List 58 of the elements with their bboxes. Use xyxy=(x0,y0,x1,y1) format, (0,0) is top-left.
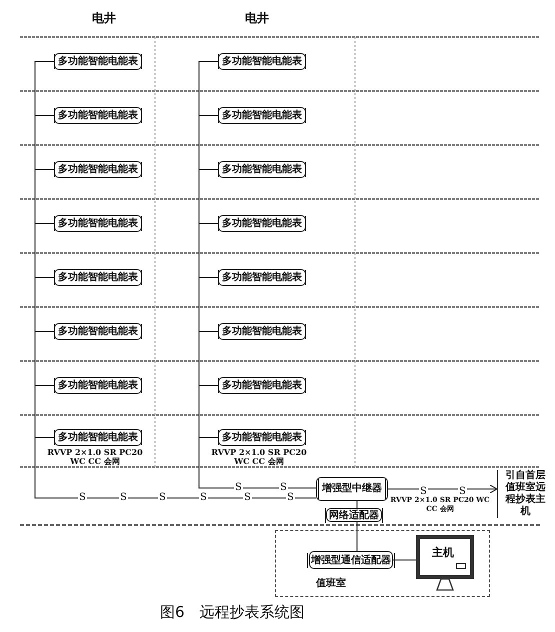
room-label: 值班室 xyxy=(316,576,346,590)
device-label: 多功能智能电能表 xyxy=(218,270,306,285)
device-label: 增强型通信适配器 xyxy=(307,552,395,568)
connector-line xyxy=(34,277,54,332)
device-label: 多功能智能电能表 xyxy=(54,430,142,445)
connector-line xyxy=(198,223,218,278)
device-label: 多功能智能电能表 xyxy=(54,162,142,177)
computer-label: 主机 xyxy=(432,545,454,560)
connector-line xyxy=(198,385,218,438)
cable-mark: S xyxy=(286,492,295,503)
device-label: 多功能智能电能表 xyxy=(218,216,306,231)
cable-label: RVVP 2×1.0 SR PC20 WC CC 会网 xyxy=(210,448,308,466)
cable-mark: S xyxy=(158,492,167,503)
device-label: 多功能智能电能表 xyxy=(218,54,306,69)
connector-line xyxy=(34,437,316,498)
device-label: 多功能智能电能表 xyxy=(218,378,306,393)
connector-line xyxy=(34,223,54,278)
monitor-screen xyxy=(416,535,474,579)
cable-mark: S xyxy=(234,482,243,493)
cable-label: RVVP 2×1.0 SR PC20 WC CC 会网 xyxy=(46,448,144,466)
device-label: 多功能智能电能表 xyxy=(54,108,142,123)
connector-line xyxy=(34,169,54,224)
cable-mark: S xyxy=(419,486,428,497)
connector-line xyxy=(356,500,358,508)
connector-line xyxy=(34,331,54,386)
device-label: 增强型中继器 xyxy=(318,479,386,499)
connector-line xyxy=(198,437,316,488)
caption: 图6 远程抄表系统图 xyxy=(160,603,304,622)
connector-line xyxy=(356,522,358,552)
connector-line xyxy=(198,169,218,224)
connector-line xyxy=(34,115,54,170)
connector-line xyxy=(34,61,54,116)
cable-mark: S xyxy=(78,492,87,503)
note-text: 引自首层值班室远程抄表主机 xyxy=(497,470,549,518)
device-label: 网络适配器 xyxy=(325,508,383,522)
arrow xyxy=(388,484,498,494)
connector-line xyxy=(198,277,218,332)
connector-line xyxy=(34,385,54,438)
cable-mark: S xyxy=(243,492,252,503)
connector-line xyxy=(198,115,218,170)
room-outline xyxy=(275,530,490,597)
device-label: 多功能智能电能表 xyxy=(54,324,142,339)
shaft-heading: 电井 xyxy=(92,10,116,27)
device-label: 多功能智能电能表 xyxy=(54,54,142,69)
device-label: 多功能智能电能表 xyxy=(218,324,306,339)
device-label: 多功能智能电能表 xyxy=(218,162,306,177)
device-label: 多功能智能电能表 xyxy=(218,108,306,123)
connector-line xyxy=(198,61,218,116)
device-label: 多功能智能电能表 xyxy=(218,430,306,445)
device-label: 多功能智能电能表 xyxy=(54,270,142,285)
cable-mark: S xyxy=(119,492,128,503)
device-label: 多功能智能电能表 xyxy=(54,216,142,231)
cable-mark: S xyxy=(458,486,467,497)
cable-mark: S xyxy=(279,482,288,493)
connector-line xyxy=(198,331,218,386)
device-label: 多功能智能电能表 xyxy=(54,378,142,393)
shaft-heading: 电井 xyxy=(245,10,269,27)
cable-mark: S xyxy=(199,492,208,503)
